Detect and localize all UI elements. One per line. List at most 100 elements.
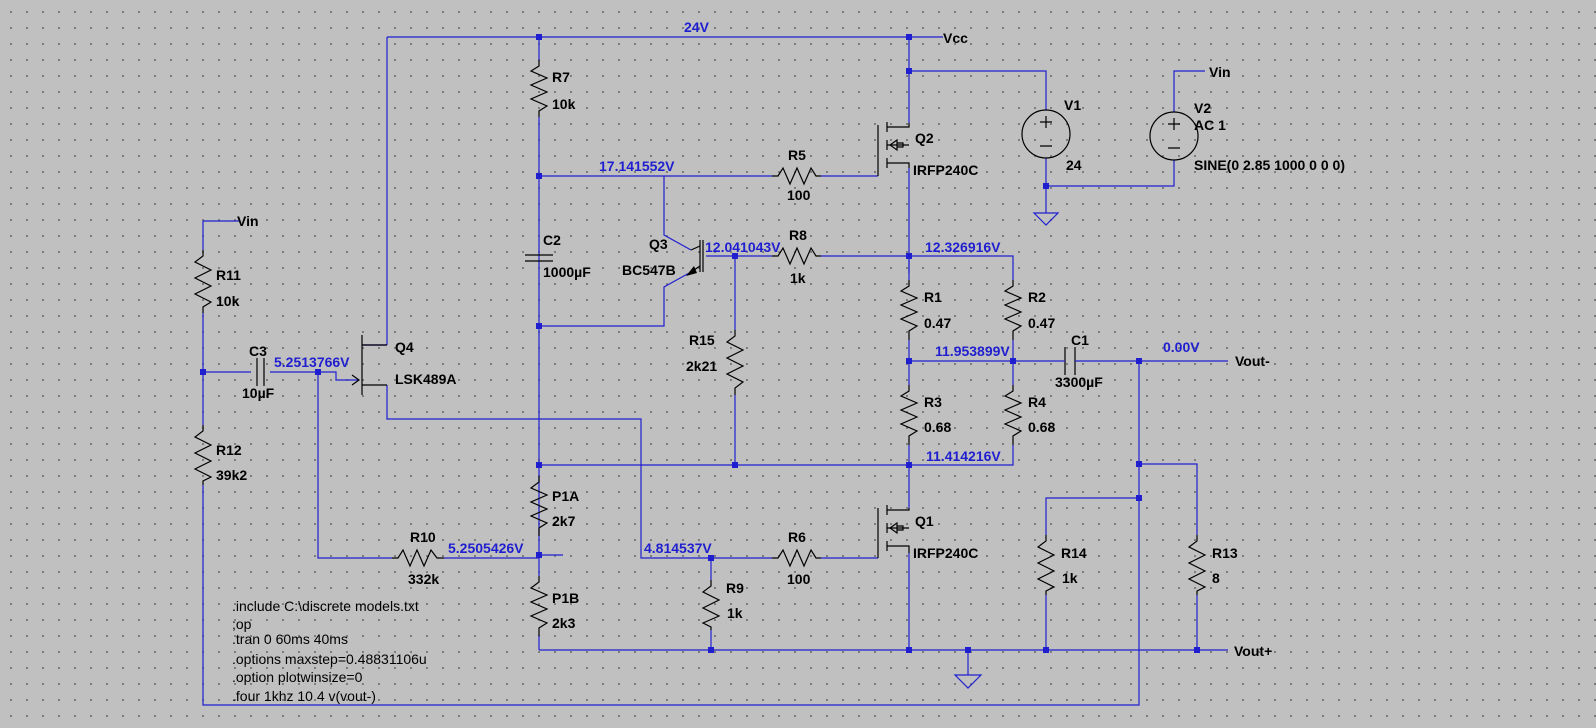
r9-name: R9 [726,580,744,596]
v1-name: V1 [1064,97,1081,113]
r15-name: R15 [689,332,715,348]
c1-name: C1 [1071,332,1089,348]
r5-value: 100 [787,187,811,203]
r13-value: 8 [1212,570,1220,586]
resistor-r9[interactable] [699,580,723,630]
potentiometer-p1a[interactable] [527,476,551,536]
r10-name: R10 [410,529,436,545]
c3-value: 10µF [242,385,275,401]
r4-value: 0.68 [1028,419,1055,435]
r12-value: 39k2 [216,467,247,483]
mosfet-q1[interactable] [872,500,914,558]
resistor-r2[interactable] [1001,280,1025,340]
net-label-vout-minus: Vout- [1235,353,1270,369]
resistor-r4[interactable] [1001,385,1025,445]
r1-name: R1 [924,289,942,305]
r11-value: 10k [216,293,240,309]
resistor-r1[interactable] [897,280,921,340]
r14-name: R14 [1061,545,1087,561]
voltage-q4-gate: 5.2513766V [274,354,350,370]
r4-name: R4 [1028,394,1046,410]
resistor-r7[interactable] [527,60,551,117]
p1b-value: 2k3 [552,615,576,631]
q2-name: Q2 [915,130,934,146]
directive-line: .include C:\discrete models.txt [232,598,419,614]
resistor-r3[interactable] [897,385,921,445]
ground-symbol-main [953,674,983,689]
capacitor-c2[interactable] [523,249,555,267]
voltage-q2-source: 12.326916V [925,239,1001,255]
directive-line: ;op [232,616,252,632]
r9-value: 1k [727,605,743,621]
q1-name: Q1 [915,513,934,529]
r7-value: 10k [552,96,576,112]
r8-name: R8 [789,227,807,243]
resistor-r5[interactable] [772,164,821,188]
net-label-vin-left: Vin [237,213,259,229]
resistor-r6[interactable] [772,546,821,570]
q3-name: Q3 [649,236,668,252]
voltage-rail: 24V [684,19,710,35]
r14-value: 1k [1062,570,1078,586]
r5-name: R5 [788,147,806,163]
r13-name: R13 [1212,545,1238,561]
q4-value: LSK489A [395,371,456,387]
v2-name: V2 [1194,100,1211,116]
r3-name: R3 [924,394,942,410]
r1-value: 0.47 [924,315,951,331]
c3-name: C3 [249,343,267,359]
r6-name: R6 [788,529,806,545]
c2-value: 1000µF [543,264,591,280]
mosfet-q2[interactable] [872,118,914,176]
directive-line: .option plotwinsize=0 [232,669,363,685]
voltage-q1-gate: 4.814537V [644,540,712,556]
p1a-name: P1A [552,488,579,504]
r6-value: 100 [787,571,811,587]
r10-value: 332k [408,571,439,587]
directive-line: .options maxstep=0.48831106u [232,651,427,667]
r11-name: R11 [216,267,241,283]
ground-symbol-v1 [1032,212,1060,226]
voltage-output-mid: 11.953899V [935,343,1010,359]
capacitor-c1[interactable] [1060,345,1080,377]
v2-value: AC 1 [1194,117,1226,133]
r15-value: 2k21 [686,358,717,374]
bjt-q3[interactable] [684,238,708,278]
r2-name: R2 [1028,289,1046,305]
resistor-r10[interactable] [392,546,444,570]
jfet-q4[interactable] [348,332,390,398]
voltage-r10-node: 5.2505426V [448,540,524,556]
voltage-q3-base: 12.041043V [705,239,781,255]
r12-name: R12 [216,442,242,458]
resistor-r13[interactable] [1185,535,1209,595]
voltage-q1-drain: 11.414216V [926,448,1001,464]
q3-value: BC547B [622,262,676,278]
r2-value: 0.47 [1028,315,1055,331]
net-label-vout-plus: Vout+ [1234,643,1272,659]
resistor-r12[interactable] [191,425,215,485]
potentiometer-p1b[interactable] [527,576,551,636]
c1-value: 3300µF [1055,374,1103,390]
capacitor-c3[interactable] [251,356,270,388]
spice-directives[interactable]: .include C:\discrete models.txt ;op .tra… [232,598,427,704]
resistor-r8[interactable] [772,244,821,268]
voltage-q2-gate: 17.141552V [599,158,675,174]
p1a-value: 2k7 [552,513,576,529]
p1b-name: P1B [552,590,579,606]
resistor-r14[interactable] [1034,535,1058,595]
voltage-vout: 0.00V [1163,339,1200,355]
r7-name: R7 [552,69,570,85]
directive-line: .four 1khz 10 4 v(vout-) [232,688,376,704]
c2-name: C2 [543,232,561,248]
q2-value: IRFP240C [913,162,978,178]
voltage-source-v2[interactable] [1149,111,1199,161]
v2-value2: SINE(0 2.85 1000 0 0 0) [1194,157,1345,173]
r8-value: 1k [790,270,806,286]
v1-value: 24 [1066,157,1082,173]
voltage-source-v1[interactable] [1021,109,1071,159]
resistor-r11[interactable] [191,250,215,313]
resistor-r15[interactable] [723,330,747,395]
q4-name: Q4 [395,339,414,355]
